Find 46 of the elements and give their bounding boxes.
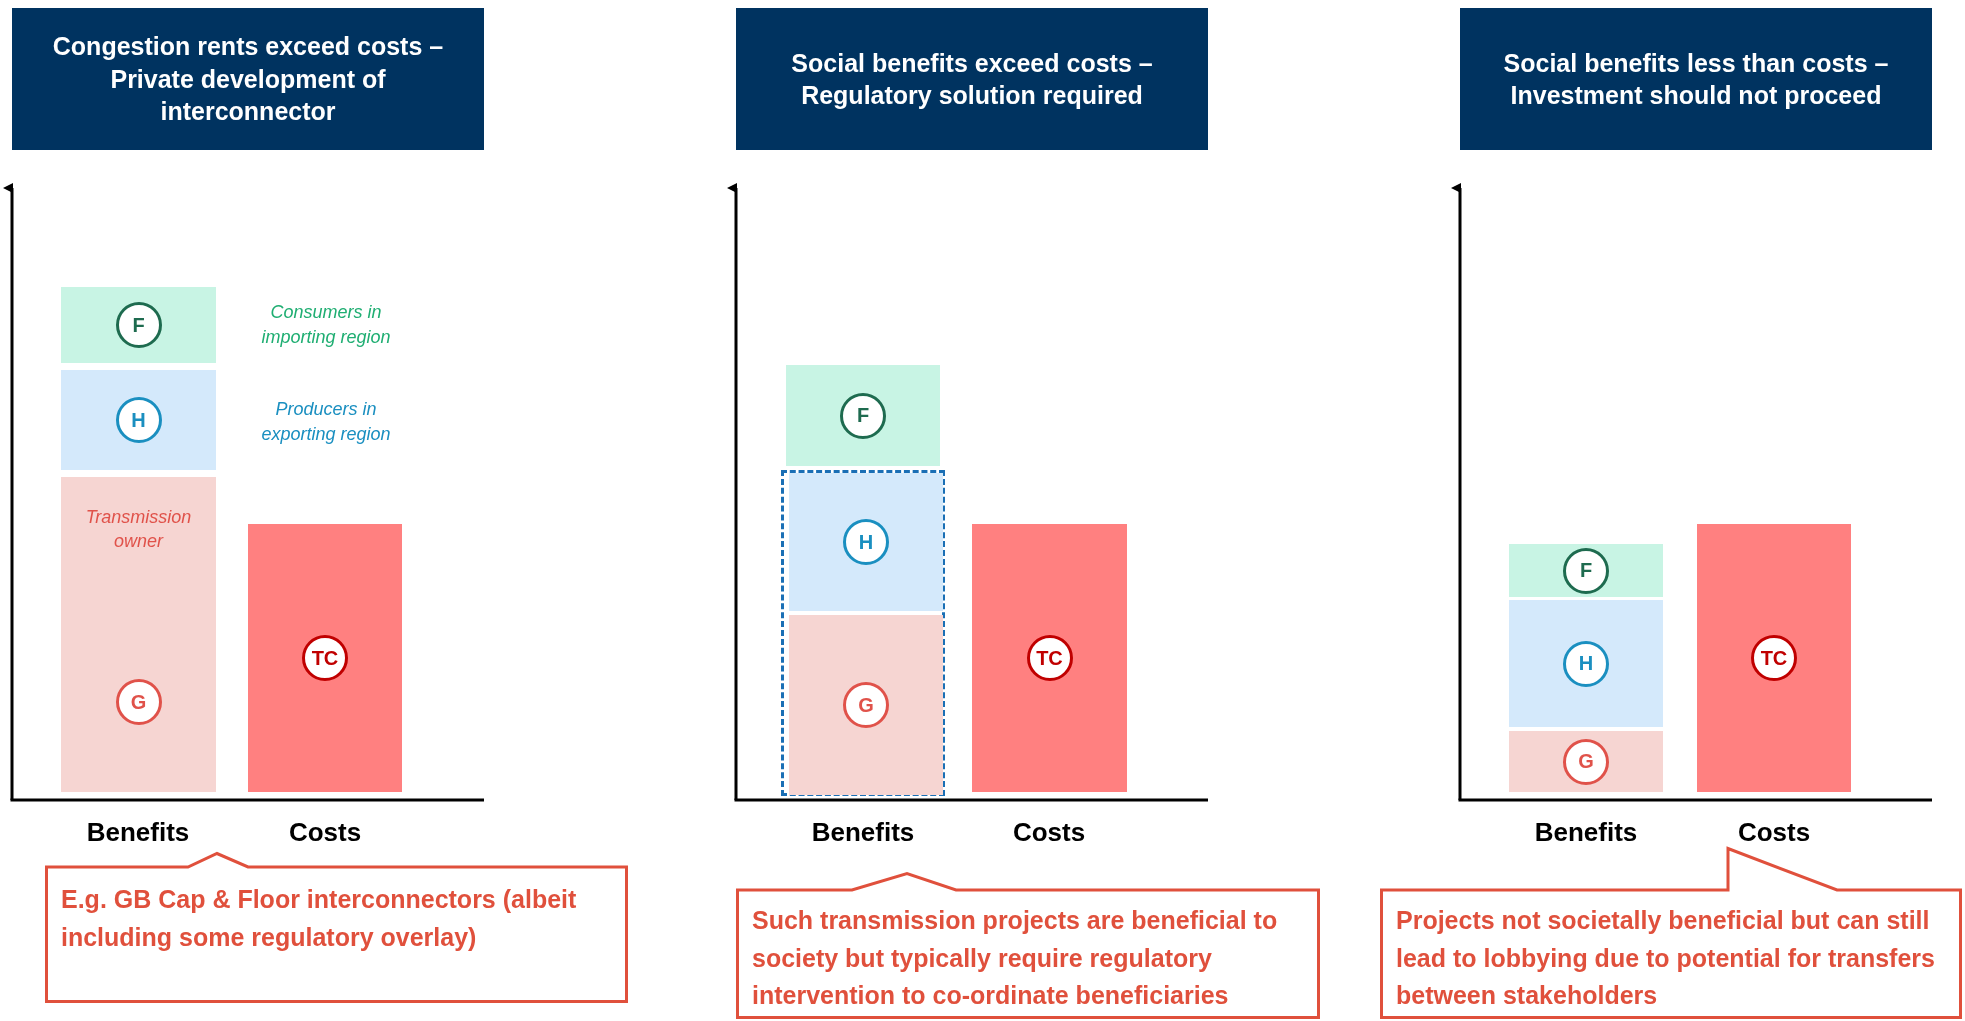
segment-note: Consumers in importing region [260,301,392,350]
letter-marker: G [843,682,889,728]
bar-segment [61,477,216,792]
dashed-group-box [781,470,945,796]
segment-note: Producers in exporting region [260,398,392,447]
bar-segment [61,287,216,363]
bar-segment [1509,731,1663,792]
axis-category-label: Costs [1011,817,1087,848]
heading-text: Social benefits exceed costs – Regulatory solution required [790,47,1154,111]
axis-category-label: Benefits [810,817,916,848]
axis-category-label: Benefits [1533,817,1639,848]
callout-text: E.g. GB Cap & Floor interconnectors (albeit including some regulatory overlay) [61,884,578,953]
bar-segment [786,365,940,466]
axis-category-label: Benefits [85,817,191,848]
segment-label: Transmission owner [84,506,193,554]
letter-marker: H [843,519,889,565]
bar-segment [1509,600,1663,727]
heading-text: Social benefits less than costs – Investment should not proceed [1502,47,1890,111]
callout-text: Such transmission projects are beneficial to society but typically require regulatory intervention to co-ordinate beneficiaries [752,905,1279,1011]
letter-marker: F [1563,547,1609,594]
heading-banner [736,8,1208,150]
bar-segment [789,615,943,795]
heading-text: Congestion rents exceed costs – Private development of interconnector [51,31,445,128]
callout-text: Projects not societally beneficial but can still lead to lobbying due to potential for transfers between stakeholders [1396,905,1936,1011]
letter-marker: TC [1751,635,1797,681]
bar-segment [1697,524,1851,792]
letter-marker: TC [302,635,348,681]
heading-banner [1460,8,1932,150]
bar-segment [789,473,943,611]
bar-segment [61,370,216,470]
heading-banner [12,8,484,150]
letter-marker: TC [1026,635,1073,681]
letter-marker: H [1563,640,1609,687]
letter-marker: G [115,679,162,725]
axis-category-label: Costs [287,817,363,848]
axis-category-label: Costs [1736,817,1812,848]
letter-marker: F [115,302,162,348]
letter-marker: G [1563,738,1609,785]
callout-box [45,852,628,1003]
bar-segment [972,524,1127,792]
letter-marker: F [840,392,886,439]
bar-segment [1509,544,1663,597]
callout-box [1380,847,1962,1019]
letter-marker: H [115,397,162,443]
bar-segment [248,524,402,792]
callout-box [736,872,1320,1019]
